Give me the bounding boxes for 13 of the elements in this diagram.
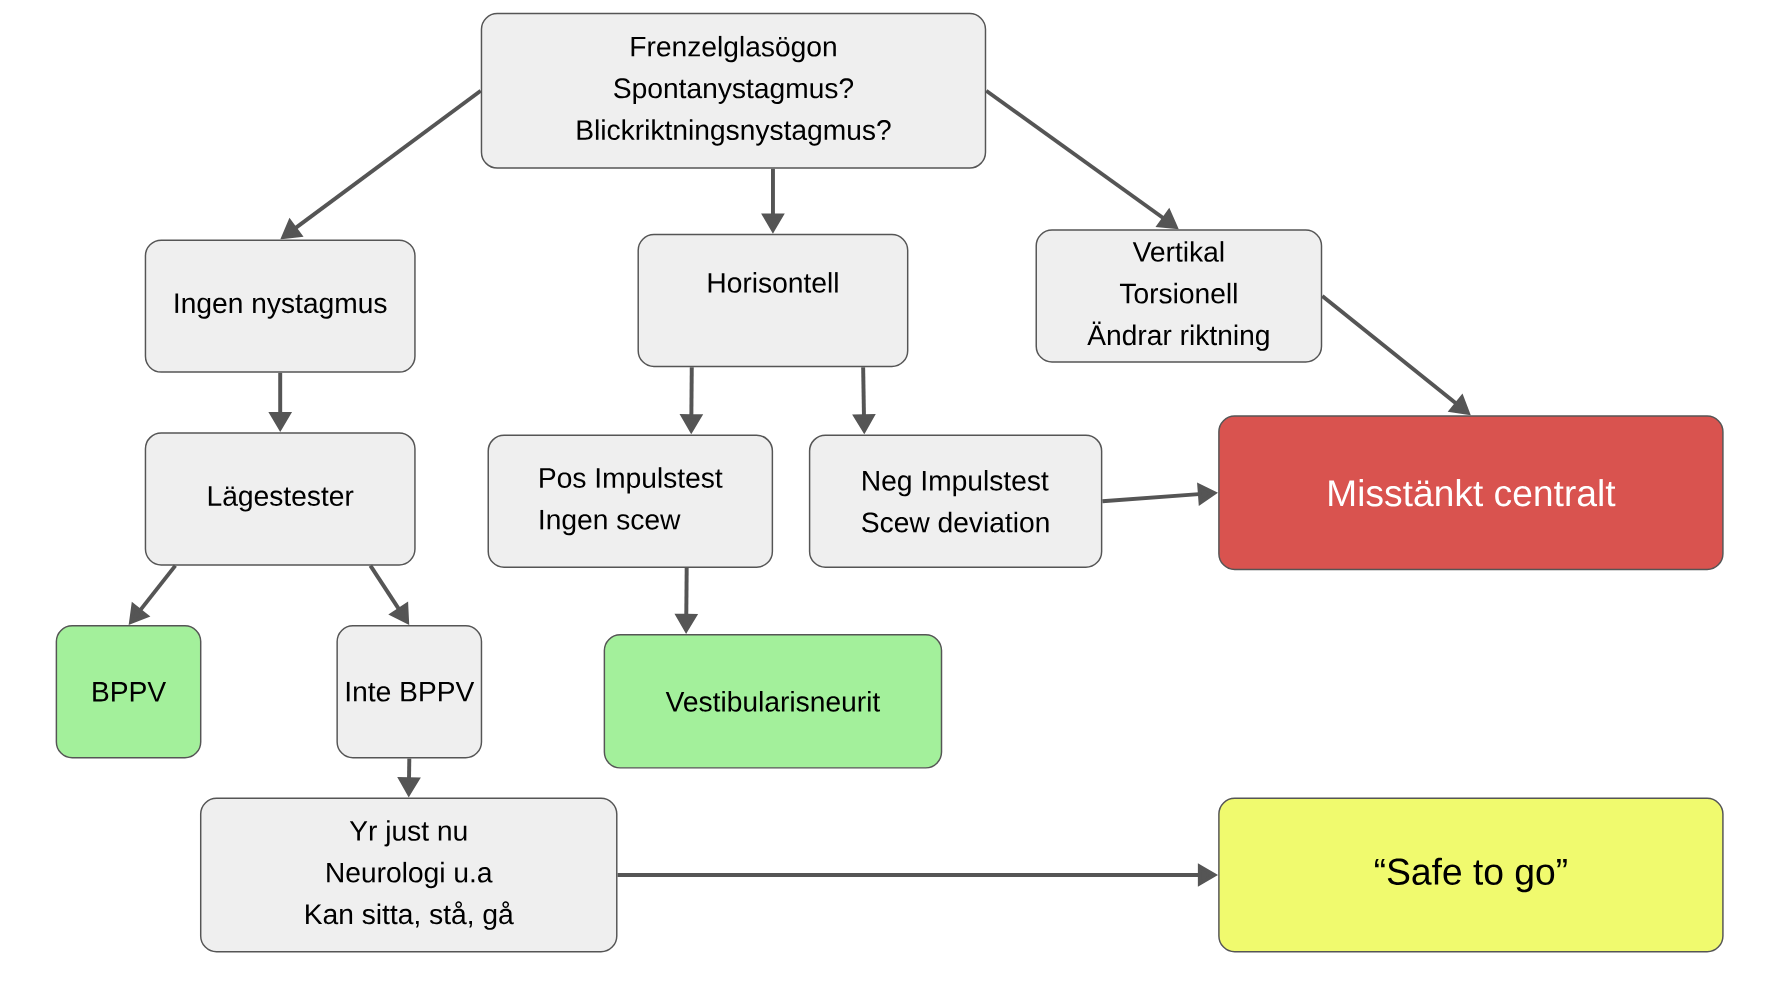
process-box: Pos Impulstest Ingen scew bbox=[487, 434, 774, 569]
outcome-box: “Safe to go” bbox=[1218, 797, 1724, 953]
outcome-box: BPPV bbox=[55, 625, 202, 759]
process-box: Vertikal Torsionell Ändrar riktning bbox=[1035, 229, 1323, 363]
process-box: Lägestester bbox=[144, 432, 416, 566]
outcome-box: Misstänkt centralt bbox=[1218, 415, 1724, 571]
process-box: Horisontell bbox=[637, 234, 909, 368]
process-box: Neg Impulstest Scew deviation bbox=[808, 434, 1103, 569]
process-box: Frenzelglasögon Spontanystagmus? Blickriktningsnystagmus? bbox=[480, 13, 987, 169]
process-box: Inte BPPV bbox=[336, 625, 483, 759]
process-box: Ingen nystagmus bbox=[144, 239, 416, 373]
outcome-box: Vestibularisneurit bbox=[603, 634, 943, 769]
process-box: Yr just nu Neurologi u.a Kan sitta, stå, gå bbox=[199, 797, 618, 953]
